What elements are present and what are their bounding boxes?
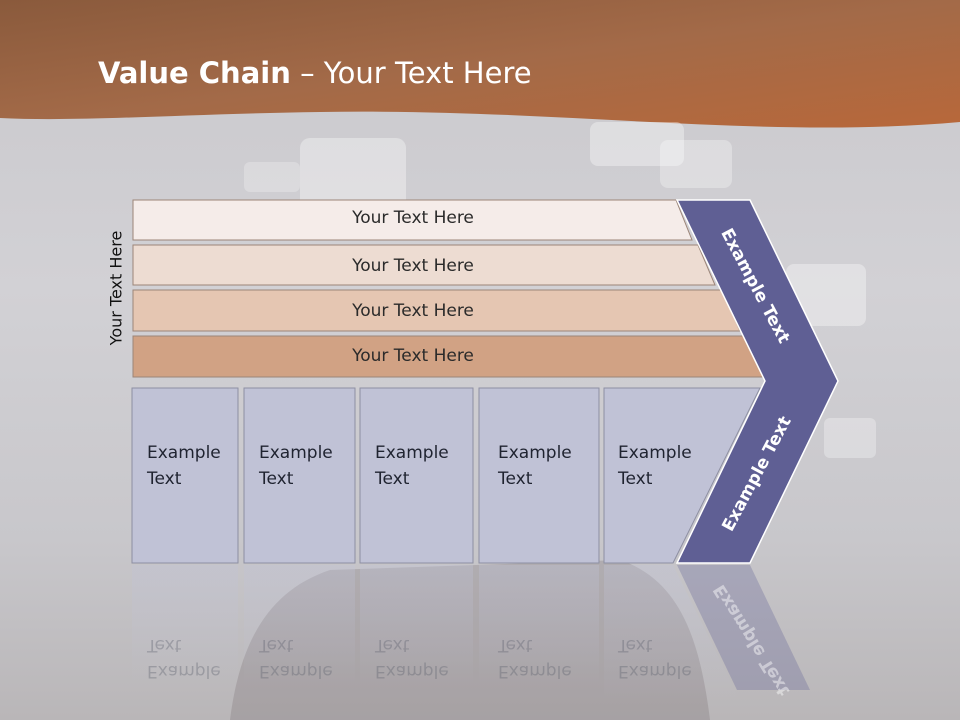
activity-reflection: [244, 565, 355, 685]
title-rest: – Your Text Here: [290, 56, 532, 90]
decor-square: [244, 162, 300, 192]
activity-reflection-line1: Example: [498, 661, 572, 681]
activity-reflection-line2: Text: [259, 635, 294, 655]
activity-label-line2: Text: [618, 469, 653, 489]
activity-box: [131, 387, 239, 564]
activity-box: [603, 387, 761, 564]
activity-reflection-line1: Example: [147, 661, 221, 681]
activity-reflection-line1: Example: [375, 661, 449, 681]
activity-reflection-label: Example Text: [618, 632, 708, 684]
support-band-label: Your Text Here: [352, 346, 474, 366]
support-band-label: Your Text Here: [352, 301, 474, 321]
activity-label-line1: Example: [259, 443, 333, 463]
activity-reflection-label: Example Text: [259, 632, 349, 684]
margin-chevron: [675, 199, 839, 564]
activity-reflection: [360, 565, 473, 685]
activity-reflection-line1: Example: [259, 661, 333, 681]
side-label: Your Text Here: [106, 230, 126, 346]
activity-label-line2: Text: [498, 469, 533, 489]
support-band: [132, 244, 716, 286]
decor-square: [660, 140, 732, 188]
slide-title: Value Chain – Your Text Here: [98, 56, 532, 90]
header-wave: [0, 0, 960, 128]
margin-chevron-reflection: [677, 565, 810, 690]
activity-label-line1: Example: [375, 443, 449, 463]
decor-square: [786, 264, 866, 326]
decor-square: [824, 418, 876, 458]
activity-label-line1: Example: [147, 443, 221, 463]
activity-reflection: [604, 565, 740, 700]
activity-label-line1: Example: [618, 443, 692, 463]
support-band-label: Your Text Here: [352, 256, 474, 276]
activity-reflection-line2: Text: [147, 635, 182, 655]
activity-reflection-line1: Example: [618, 661, 692, 681]
activity-reflection-label: Example Text: [375, 632, 465, 684]
support-band: [132, 199, 693, 241]
activity-reflection: [132, 565, 238, 685]
activity-reflection: [479, 565, 599, 685]
title-bold: Value Chain: [98, 56, 291, 90]
activity-box: [243, 387, 356, 564]
activity-box: [359, 387, 474, 564]
activity-label-line2: Text: [259, 469, 294, 489]
activity-box: [478, 387, 600, 564]
activity-reflection-label: Example Text: [498, 632, 588, 684]
activity-reflection-line2: Text: [375, 635, 410, 655]
activity-reflection-line2: Text: [618, 635, 653, 655]
activity-label-line2: Text: [375, 469, 410, 489]
activity-label-line2: Text: [147, 469, 182, 489]
support-band-label: Your Text Here: [352, 208, 474, 228]
activity-label-line1: Example: [498, 443, 572, 463]
decor-square: [590, 122, 684, 166]
activity-reflection-line2: Text: [498, 635, 533, 655]
activity-reflection-label: Example Text: [147, 632, 237, 684]
